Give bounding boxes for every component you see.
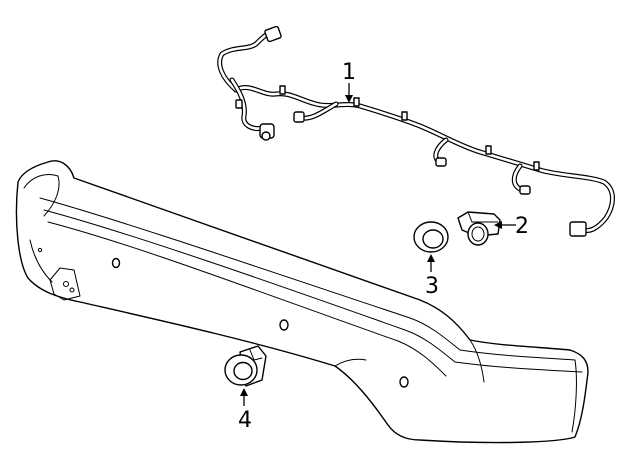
callout-label-1: 1 <box>342 60 356 85</box>
callout-label-4: 4 <box>238 408 252 433</box>
callout-arrow-4 <box>240 388 248 406</box>
parking-sensor <box>457 211 501 246</box>
bumper <box>15 160 589 444</box>
callout-arrow-2 <box>494 221 516 229</box>
callout-arrow-3 <box>427 254 435 272</box>
sensor-retainer <box>224 345 267 387</box>
callout-label-3: 3 <box>425 274 439 299</box>
callout-label-2: 2 <box>515 214 529 239</box>
sensor-grommet <box>413 221 449 253</box>
callout-arrow-1 <box>345 83 353 103</box>
wiring-harness <box>217 25 615 237</box>
